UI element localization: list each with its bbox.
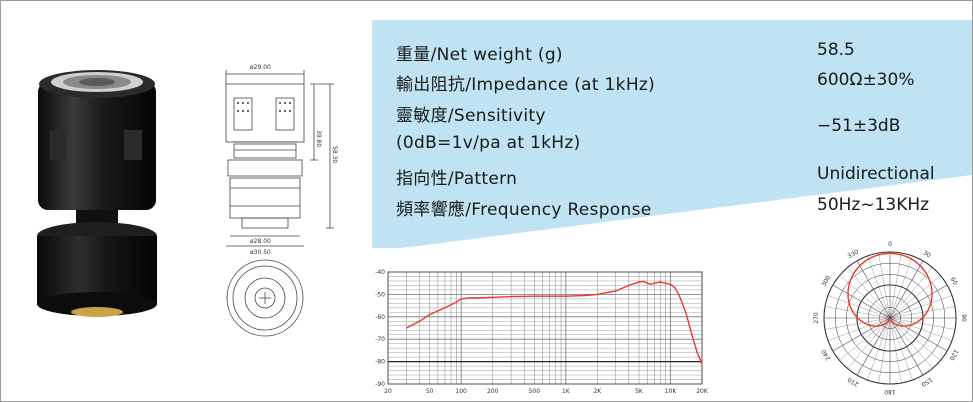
polar-spoke [878,252,891,319]
polar-spoke [856,260,891,319]
polar-pattern-curve [847,252,933,327]
freq-y-tick-label: -80 [375,359,385,366]
freq-x-tick-label: 200 [487,388,499,395]
spec-label-sensitivity: 靈敏度/Sensitivity [396,106,546,126]
freq-x-tick-label: 500 [529,388,541,395]
polar-angle-label: 300 [820,274,832,288]
spec-label-impedance: 輸出阻抗/Impedance (at 1kHz) [396,75,656,95]
polar-angle-label: 0 [888,241,892,248]
polar-spoke [832,284,891,319]
freq-x-tick-label: 10K [665,388,678,395]
spec-value-frequency: 50Hz~13KHz [817,195,930,215]
polar-pattern-chart: 0 30 60 90 120 150 180 210 240 270 300 330 [813,241,967,395]
polar-angle-label: 210 [846,376,860,388]
polar-spoke [867,255,891,319]
polar-spoke [889,317,924,376]
spec-label-frequency: 頻率響應/Frequency Response [396,200,652,220]
polar-angle-label: 270 [813,312,820,324]
spec-label-pattern: 指向性/Pattern [396,169,518,189]
polar-spoke [889,255,913,319]
dim-height-2: 58.30 [331,146,338,163]
freq-x-tick-label: 50 [426,388,434,395]
freq-x-tick-label: 100 [455,388,467,395]
polar-spoke [889,317,933,369]
polar-angle-label: 180 [884,388,896,395]
polar-spoke [847,317,891,369]
polar-angle-label: 30 [922,249,932,259]
polar-spoke [889,317,953,341]
freq-x-tick-label: 5K [635,388,644,395]
polar-spoke [889,260,924,319]
polar-spoke [889,317,956,330]
freq-y-tick-label: -50 [375,291,385,298]
freq-x-tick-label: 20K [696,388,709,395]
spec-value-weight: 58.5 [817,40,855,60]
polar-spoke [889,306,956,319]
polar-spoke [889,275,941,319]
dimension-drawing: ø29.00 39.80 58.30 ø28.00 ø30.50 [225,64,338,337]
dim-top-diameter: ø29.00 [250,64,271,71]
freq-y-tick-label: -60 [375,314,385,321]
freq-x-tick-label: 2K [593,388,602,395]
polar-spoke [889,317,948,352]
polar-spoke [889,317,913,381]
polar-angle-label: 60 [949,276,959,286]
spec-value-sensitivity: −51±3dB [817,116,901,136]
frequency-response-curve [406,280,703,365]
polar-spoke [827,295,891,319]
polar-spoke [889,267,933,319]
freq-y-tick-label: -90 [375,381,385,388]
frequency-response-chart: 20 50 100 200 500 1K 2K 5K 10K 20K -40 -50 -60 -70 -80… [375,269,709,395]
polar-spoke [867,317,891,381]
dim-base-diameter-2: ø30.50 [250,249,271,256]
polar-angle-label: 150 [920,376,934,388]
polar-spoke [824,306,891,319]
freq-plot-border [387,271,703,385]
freq-x-tick-label: 1K [562,388,571,395]
polar-angle-label: 330 [847,248,861,260]
polar-spoke [889,252,902,319]
polar-spoke [832,317,891,352]
microphone-cartridge-photo [37,70,157,317]
polar-spoke [847,267,891,319]
polar-spoke [889,295,953,319]
freq-y-tick-label: -70 [375,336,385,343]
polar-spoke [856,317,891,376]
polar-spoke [839,275,891,319]
polar-angle-label: 120 [948,348,960,362]
polar-spoke [878,317,891,384]
dim-base-diameter-1: ø28.00 [250,238,271,245]
polar-spoke [824,317,891,330]
polar-angle-label: 240 [820,348,832,362]
freq-y-tick-label: -40 [375,269,385,276]
dim-height-1: 39.80 [315,130,322,147]
spec-label-sensitivity-note: (0dB=1v/pa at 1kHz) [396,133,581,153]
spec-value-pattern: Unidirectional [817,164,935,184]
freq-x-tick-label: 20 [384,388,392,395]
polar-spoke [889,317,902,384]
polar-angle-label: 90 [960,314,967,322]
polar-spoke [889,284,948,319]
spec-label-weight: 重量/Net weight (g) [396,45,563,65]
polar-spoke [827,317,891,341]
spec-value-impedance: 600Ω±30% [817,70,915,90]
